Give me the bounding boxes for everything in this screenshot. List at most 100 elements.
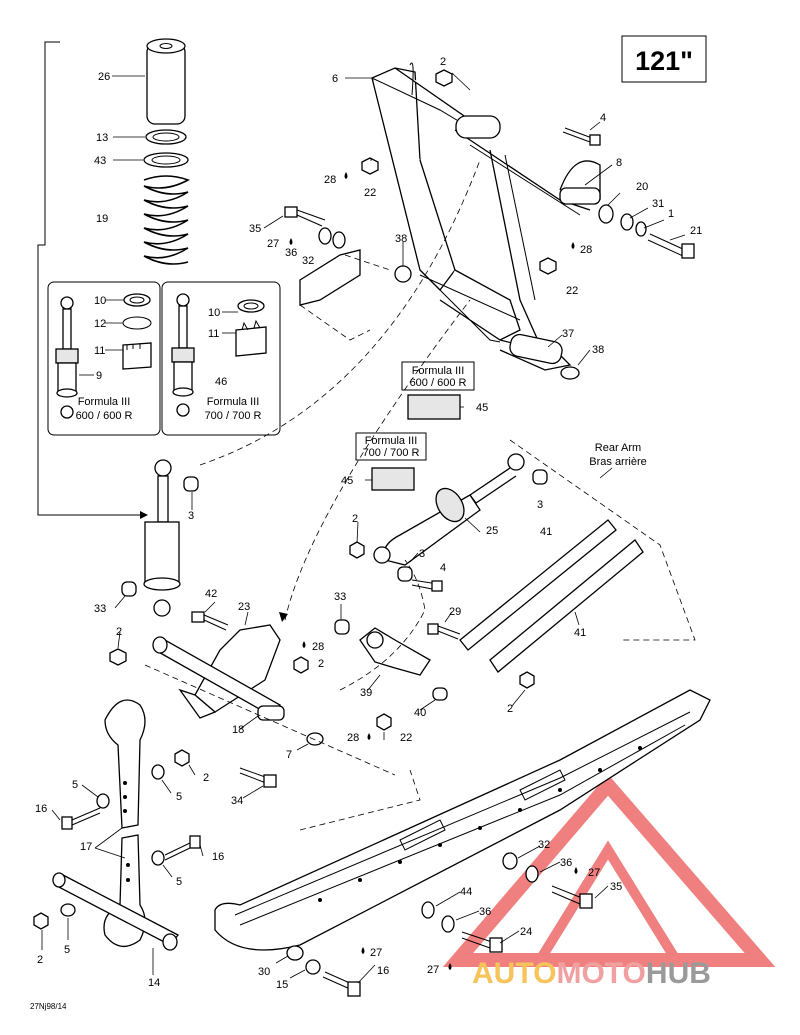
washer-5-d [60,903,76,917]
ring-43 [143,152,189,168]
washer-5-c [151,850,165,866]
callout-4a: 4 [600,112,606,124]
callout-10a: 10 [94,295,106,307]
bolt-29 [427,623,461,640]
shock-assembly-mid [143,459,181,617]
callout-26: 26 [98,71,110,83]
dashed-path-5 [299,769,421,831]
callout-15: 15 [276,979,288,991]
drop-icon [574,867,578,874]
callout-42: 42 [205,588,217,600]
slide-rail [214,689,711,951]
drop-icon [448,963,452,970]
washer-32-top [332,231,346,249]
nut-2-e [33,912,49,930]
watermark-inner-mark [535,840,681,963]
formula-700-box-l1: Formula III [365,435,418,447]
callout-5d: 5 [64,944,70,956]
bracket-17-lower [103,834,146,947]
dashed-path-2 [144,664,396,776]
callout-23: 23 [238,601,250,613]
callout-31: 31 [652,198,664,210]
bolt-4-top [562,127,601,146]
formula-700-box [161,281,281,436]
callout-44: 44 [460,886,472,898]
watermark-moto: MOTO [556,957,645,990]
nut-22-top [361,157,379,175]
bump-stop-26 [146,38,186,125]
callout-8: 8 [616,157,622,169]
dashed-path-3 [284,299,471,621]
callout-14: 14 [148,977,160,989]
washer-5-a [96,793,110,809]
callout-33b: 33 [334,591,346,603]
drop-icon [367,733,371,740]
callout-40: 40 [414,707,426,719]
callout-33a: 33 [94,603,106,615]
callout-2c: 2 [318,658,324,670]
tube-18 [257,705,285,721]
washer-44 [421,901,435,919]
callout-28a: 28 [324,174,336,186]
callout-3b: 3 [537,499,543,511]
callout-16b: 16 [212,851,224,863]
callout-16a: 16 [35,803,47,815]
formula-700-box-l2: 700 / 700 R [363,447,420,459]
callout-45b: 45 [341,475,353,487]
callout-36a: 36 [285,247,297,259]
nut-2-top [435,69,453,87]
callout-39: 39 [360,687,372,699]
shaft-14 [52,872,180,951]
leader-lines [41,72,686,984]
callout-3a: 3 [188,510,194,522]
bushing-3-right [532,469,548,485]
bolt-42 [191,611,229,631]
washer-1 [635,221,647,237]
callout-30: 30 [258,966,270,978]
rear-shock-25 [373,453,525,566]
callout-36c: 36 [479,906,491,918]
callout-32b: 32 [538,839,550,851]
collar-11-700 [235,319,267,357]
callout-11b: 11 [208,328,219,340]
watermark-auto: AUTO [472,957,556,990]
bushing-33-mid [334,619,350,635]
callout-2e: 2 [507,703,513,715]
callout-27c: 27 [427,964,439,976]
callout-28d: 28 [347,732,359,744]
callout-1: 1 [668,208,674,220]
spacer-38-right [560,366,580,380]
formula-600-box-l1: Formula III [412,365,465,377]
callout-16c: 16 [377,965,389,977]
callout-11a: 11 [94,345,105,357]
callout-5a: 5 [72,779,78,791]
drop-icon [289,238,293,245]
washer-5-b [151,764,165,780]
callout-27a: 27 [267,238,279,250]
collar-11-600 [122,342,152,370]
ring-13 [145,129,187,145]
rear-arm-label-en: Rear Arm [595,442,641,454]
callout-10b: 10 [208,307,220,319]
callout-2g: 2 [37,954,43,966]
callout-7: 7 [286,749,292,761]
formula-600-left-l2: 600 / 600 R [76,410,133,422]
washer-20 [598,204,614,224]
nut-2-right [519,671,535,689]
bracket-arrow [140,511,148,519]
drop-icon [361,947,365,954]
drop-icon [302,641,306,648]
nut-2-c [293,656,309,674]
rear-arm-label-fr: Bras arrière [589,456,646,468]
bolt-24 [461,931,503,953]
callout-22a: 22 [364,187,376,199]
sticker-45-700 [355,432,427,491]
bolt-4-low [411,579,443,592]
callout-19: 19 [96,213,108,225]
formula-700-left-l2: 700 / 700 R [205,410,262,422]
callout-22b: 22 [566,285,578,297]
shock-9-700 [171,293,195,417]
washer-36-bottom-r [525,865,539,883]
bolt-21 [647,233,695,259]
callout-37: 37 [562,328,574,340]
